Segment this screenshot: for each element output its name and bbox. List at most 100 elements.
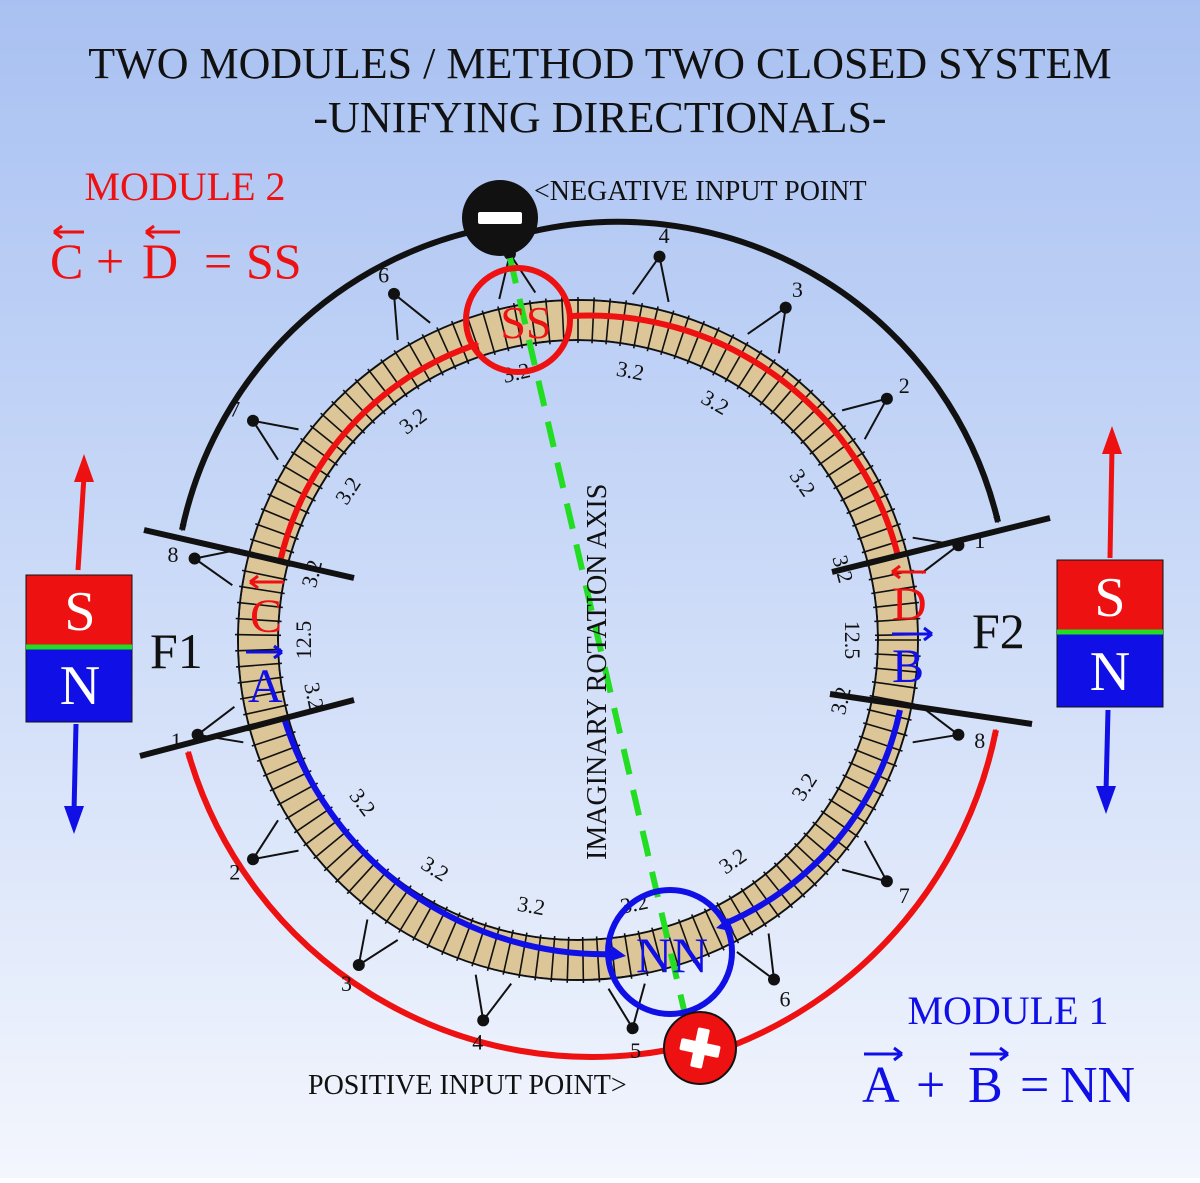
tap-point[interactable] xyxy=(247,853,259,866)
winding-turn xyxy=(605,298,612,345)
coil-value-label: 3.2 xyxy=(714,843,751,879)
winding-turn xyxy=(825,451,866,478)
tap-number: 5 xyxy=(630,1038,641,1063)
winding-turn xyxy=(793,842,829,876)
tap-number: 4 xyxy=(472,1030,483,1055)
tap-number: 4 xyxy=(659,223,670,248)
tap-point[interactable] xyxy=(388,287,400,300)
winding-turn xyxy=(450,320,470,365)
winding-turn xyxy=(581,936,585,984)
right-magnet-north-label: N xyxy=(1090,641,1130,703)
tap-number: 1 xyxy=(974,528,985,553)
winding-turn xyxy=(367,368,397,406)
winding-turn xyxy=(690,914,711,958)
winding-turn xyxy=(673,315,690,360)
tap-lead xyxy=(357,919,399,968)
winding-turn xyxy=(862,722,908,737)
tap-number: 2 xyxy=(899,373,910,398)
ss-pole-label: SS xyxy=(500,297,551,348)
vector-a-arrow-icon xyxy=(246,644,283,660)
winding-turn xyxy=(293,806,333,834)
left-magnet-north-label: N xyxy=(60,655,100,717)
tap-number: 7 xyxy=(229,397,240,422)
tap-lead xyxy=(250,819,299,861)
winding-turn xyxy=(243,704,289,716)
tap-point[interactable] xyxy=(880,875,893,888)
winding-turn xyxy=(763,871,794,909)
tap-point[interactable] xyxy=(247,414,259,427)
winding-turn xyxy=(784,852,818,887)
coil-value-label: 12.5 xyxy=(840,621,865,660)
winding-turn xyxy=(237,601,283,609)
module-2-vector-d: D xyxy=(142,233,178,289)
vector-arrow-a-icon xyxy=(864,1046,903,1062)
tap-point[interactable] xyxy=(768,973,780,986)
coil-value-label: 3.2 xyxy=(345,784,382,821)
right-magnet-up-arrowhead-icon xyxy=(1102,426,1122,454)
tap-point[interactable] xyxy=(352,959,365,971)
tap-point[interactable] xyxy=(188,552,201,565)
winding-turn xyxy=(790,400,825,434)
right-magnet-down-arrow xyxy=(1103,709,1111,793)
vector-b-arc xyxy=(722,709,903,927)
tap-point[interactable] xyxy=(952,728,965,741)
tap-point[interactable] xyxy=(880,392,893,405)
tap-lead xyxy=(250,419,299,461)
winding-turn xyxy=(833,464,874,490)
vector-a-marker: A xyxy=(246,644,283,713)
winding-turn xyxy=(236,662,282,668)
right-magnet-up-arrow xyxy=(1107,447,1115,559)
winding-turn xyxy=(817,437,856,467)
negative-input-terminal[interactable] xyxy=(462,180,538,256)
tap-lead xyxy=(192,548,241,587)
winding-turn xyxy=(770,378,802,415)
coil-value-label: 3.2 xyxy=(614,356,646,386)
winding-turn xyxy=(874,653,921,657)
title-line-2: -UNIFYING DIRECTIONALS- xyxy=(313,93,886,142)
vector-c-arrow-icon xyxy=(249,574,284,590)
winding-turn xyxy=(871,681,918,690)
winding-turn xyxy=(835,786,877,811)
winding-turn xyxy=(852,507,896,528)
right-magnet-south-label: S xyxy=(1094,567,1125,629)
winding-turn xyxy=(853,748,898,768)
winding-turn xyxy=(637,930,649,977)
vector-b-label: B xyxy=(892,640,924,693)
vector-arrow-d-icon xyxy=(145,224,180,240)
title-line-1: TWO MODULES / METHOD TWO CLOSED SYSTEM xyxy=(88,39,1111,88)
positive-input-terminal[interactable] xyxy=(663,1011,737,1085)
vector-d-label: D xyxy=(892,578,927,631)
module-2-vector-c: C xyxy=(50,233,83,289)
winding-turn xyxy=(660,310,675,356)
nn-pole-circle xyxy=(605,887,735,1017)
tap-point[interactable] xyxy=(477,1014,490,1027)
winding-turn xyxy=(309,424,347,455)
module-1-vector-a: A xyxy=(862,1057,900,1114)
tap-number: 3 xyxy=(792,277,803,302)
tap-point[interactable] xyxy=(779,301,792,314)
winding-turn xyxy=(342,389,376,425)
left-magnet-down-arrow xyxy=(71,723,79,813)
separator-bar-lower-left xyxy=(139,697,355,759)
winding-turn xyxy=(534,934,542,981)
winding-turn xyxy=(239,585,285,595)
tap-point[interactable] xyxy=(653,250,666,263)
winding-turn xyxy=(866,708,912,721)
negative-feed-left-arc xyxy=(179,229,471,532)
left-magnet-up-arrow xyxy=(75,475,87,571)
winding-turn xyxy=(828,798,869,825)
ss-pole-circle xyxy=(463,265,573,375)
winding-turn xyxy=(842,774,884,797)
winding-turn xyxy=(561,297,565,344)
right-magnet-down-arrowhead-icon xyxy=(1096,786,1116,814)
vector-arrow-c-icon xyxy=(53,224,84,240)
winding-turn xyxy=(497,306,510,352)
tap-point[interactable] xyxy=(626,1022,639,1035)
separator-bar-upper-right xyxy=(831,515,1051,575)
winding-turn xyxy=(249,538,295,554)
tap-lead xyxy=(392,291,431,341)
module-1-equals: = xyxy=(1020,1057,1049,1114)
field-label-f2: F2 xyxy=(972,603,1025,659)
winding-turn xyxy=(512,302,524,349)
